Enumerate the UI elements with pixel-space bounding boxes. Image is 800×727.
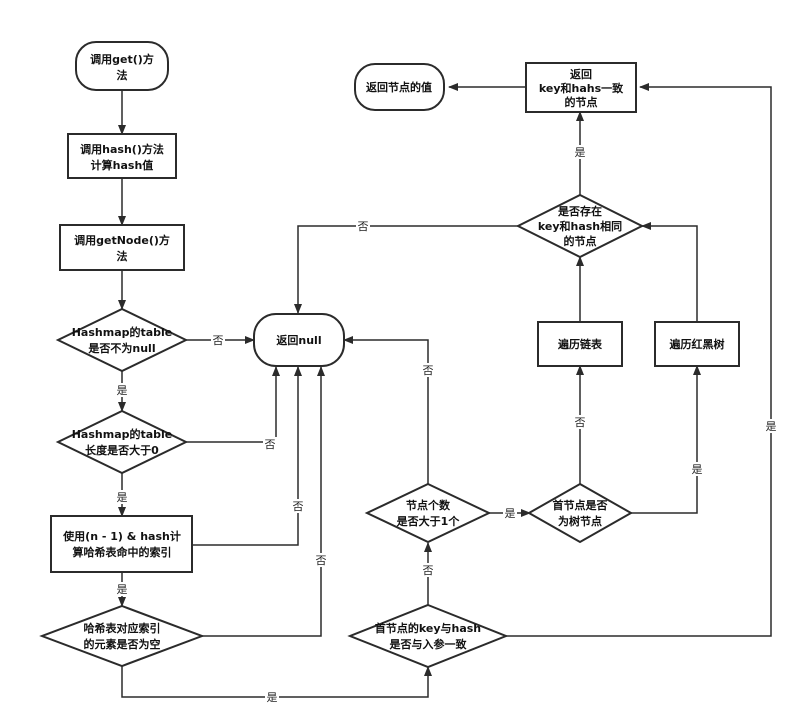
decision-bucket-empty-line-2: 的元素是否为空 — [84, 637, 161, 651]
edge-d5-no — [343, 336, 429, 484]
decision-table-not-null: Hashmap的table 是否不为null — [55, 307, 189, 373]
decision-matching-node-exists: 是否存在 key和hash相同 的节点 — [515, 193, 645, 259]
decision-table-not-null-line-2: 是否不为null — [87, 341, 155, 355]
edge-label-no: 否 — [293, 500, 304, 513]
decision-first-node-match-line-1: 首节点的key与hash — [375, 621, 481, 635]
decision-table-length-line-2: 长度是否大于0 — [85, 443, 159, 457]
node-call-getnode-line-2: 法 — [117, 249, 128, 263]
edge-label-no: 否 — [575, 416, 586, 429]
edge-label-no: 否 — [358, 220, 369, 233]
decision-table-length-line-1: Hashmap的table — [72, 427, 173, 441]
edge-d3-no — [202, 366, 325, 637]
node-call-hash-line-2: 计算hash值 — [91, 158, 154, 172]
node-call-get: 调用get()方 法 — [75, 41, 169, 91]
edge-labels: 否 是 否 是 否 否 是 是 否 否 是 否 是 否 是 是 — [115, 145, 778, 704]
decision-first-node-match: 首节点的key与hash 是否与入参一致 — [347, 603, 509, 669]
decision-matching-node-exists-line-1: 是否存在 — [557, 204, 602, 218]
edge-d2-no — [186, 366, 280, 443]
node-return-null: 返回null — [253, 313, 345, 367]
edge-label-yes: 是 — [117, 384, 128, 397]
edge-label-yes: 是 — [267, 691, 278, 704]
node-return-matching-node-line-1: 返回 — [570, 67, 592, 81]
decision-table-length: Hashmap的table 长度是否大于0 — [55, 409, 189, 475]
decision-is-tree-node-line-2: 为树节点 — [558, 514, 602, 528]
node-traverse-tree: 遍历红黑树 — [654, 321, 740, 367]
decision-bucket-empty-line-1: 哈希表对应索引 — [84, 621, 161, 635]
decision-matching-node-exists-line-2: key和hash相同 — [538, 219, 622, 233]
edge-label-no: 否 — [316, 554, 327, 567]
decision-is-tree-node-line-1: 首节点是否 — [553, 498, 608, 512]
edge-label-no: 否 — [265, 438, 276, 451]
node-call-hash: 调用hash()方法 计算hash值 — [67, 133, 177, 179]
decision-node-count-line-1: 节点个数 — [406, 498, 451, 512]
decision-matching-node-exists-line-3: 的节点 — [564, 234, 597, 248]
edge-label-yes: 是 — [117, 583, 128, 596]
decision-table-not-null-line-1: Hashmap的table — [72, 325, 173, 339]
node-call-get-line-1: 调用get()方 — [90, 52, 154, 66]
edge-d6-yes — [631, 365, 701, 514]
node-return-value-label: 返回节点的值 — [366, 80, 432, 94]
node-return-matching-node-line-2: key和hahs一致 — [539, 81, 624, 95]
decision-bucket-empty: 哈希表对应索引 的元素是否为空 — [39, 604, 205, 668]
edges — [118, 83, 772, 698]
node-call-get-line-2: 法 — [117, 68, 128, 82]
node-traverse-list-label: 遍历链表 — [557, 337, 603, 351]
decision-node-count-line-2: 是否大于1个 — [396, 514, 461, 528]
node-return-matching-node-line-3: 的节点 — [565, 95, 598, 109]
node-return-matching-node: 返回 key和hahs一致 的节点 — [525, 62, 637, 113]
edge-n4-no — [192, 366, 302, 546]
node-traverse-list: 遍历链表 — [537, 321, 623, 367]
node-compute-index: 使用(n - 1) & hash计 算哈希表命中的索引 — [50, 515, 193, 573]
node-return-null-label: 返回null — [276, 333, 321, 347]
node-call-getnode-line-1: 调用getNode()方 — [74, 233, 170, 247]
decision-is-tree-node: 首节点是否 为树节点 — [526, 482, 634, 544]
edge-d7-no — [294, 225, 518, 314]
node-traverse-tree-label: 遍历红黑树 — [669, 337, 725, 351]
node-return-value: 返回节点的值 — [354, 63, 445, 111]
edge-label-no: 否 — [423, 564, 434, 577]
node-compute-index-line-1: 使用(n - 1) & hash计 — [62, 529, 181, 543]
edge-label-yes: 是 — [117, 491, 128, 504]
node-call-hash-line-1: 调用hash()方法 — [80, 142, 164, 156]
node-compute-index-line-2: 算哈希表命中的索引 — [72, 545, 172, 559]
edge-tree-to-d7 — [641, 222, 698, 322]
edge-d4-yes — [506, 83, 772, 637]
edge-label-yes: 是 — [505, 507, 516, 520]
decision-node-count: 节点个数 是否大于1个 — [364, 482, 492, 544]
edge-label-no: 否 — [423, 364, 434, 377]
node-call-getnode: 调用getNode()方 法 — [59, 224, 185, 271]
edge-label-no: 否 — [213, 334, 224, 347]
nodes: 调用get()方 法 调用hash()方法 计算hash值 调用getNode(… — [39, 41, 740, 669]
edge-label-yes: 是 — [692, 463, 703, 476]
edge-label-yes: 是 — [766, 420, 777, 433]
decision-first-node-match-line-2: 是否与入参一致 — [389, 637, 468, 651]
edge-label-yes: 是 — [575, 146, 586, 159]
